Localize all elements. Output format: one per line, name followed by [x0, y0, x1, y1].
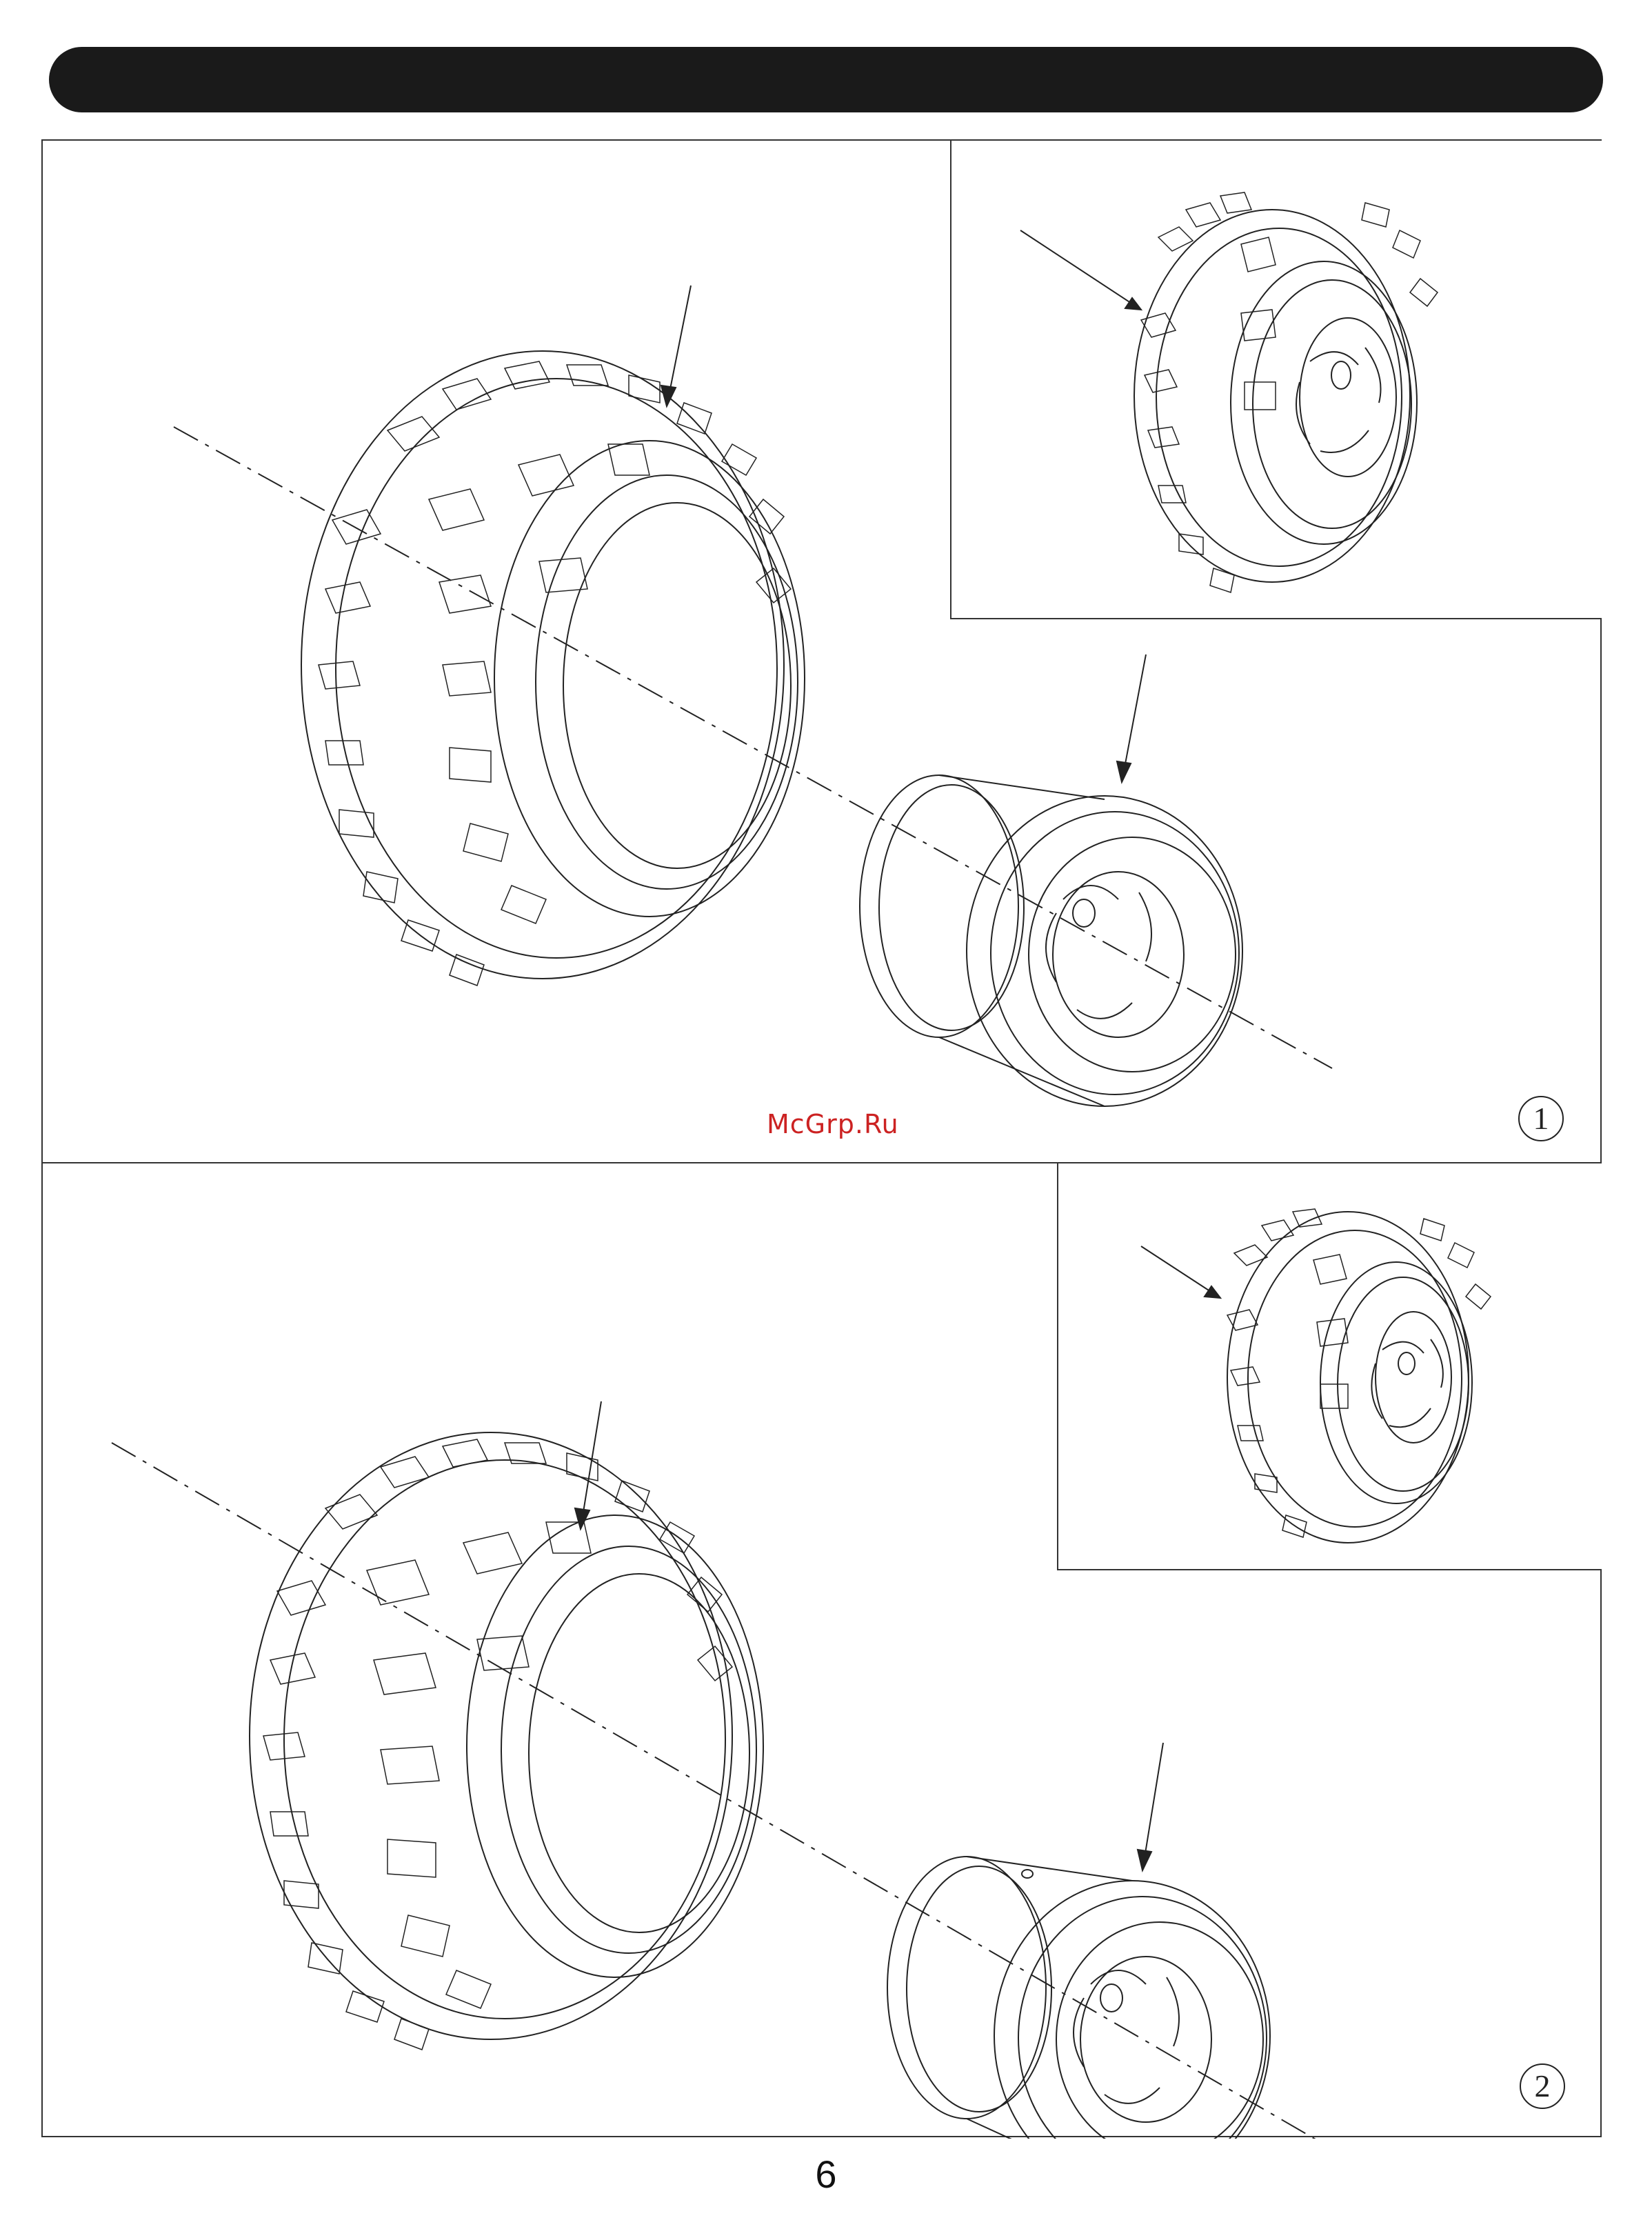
step-number-2: 2	[1520, 2063, 1565, 2109]
step-2-exploded-diagram	[43, 1163, 1603, 2139]
tire-icon	[250, 1432, 763, 2050]
page-number: 6	[0, 2152, 1652, 2197]
tire-icon	[301, 351, 805, 986]
step-1-exploded-diagram	[43, 141, 1603, 1162]
watermark: McGrp.Ru	[767, 1109, 899, 1139]
header-bar	[49, 47, 1603, 112]
wheel-rim-icon	[887, 1857, 1270, 2139]
wheel-rim-icon	[860, 775, 1242, 1106]
step-number-1: 1	[1518, 1096, 1564, 1141]
